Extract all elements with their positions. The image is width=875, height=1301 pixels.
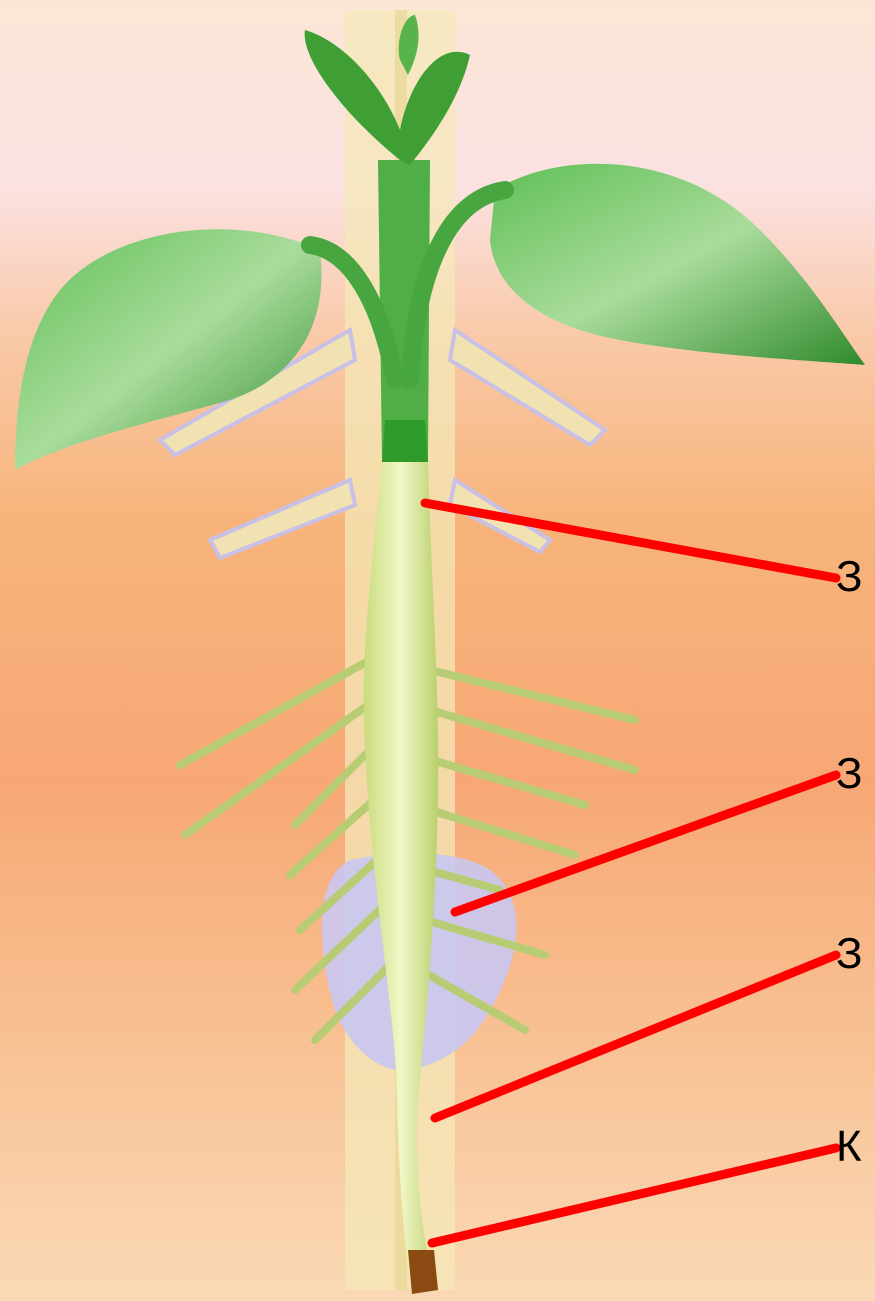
label-zone-3: З <box>836 932 875 976</box>
leader-line-4 <box>432 1148 836 1243</box>
label-zone-1: З <box>836 555 875 599</box>
label-zone-2: З <box>836 752 875 796</box>
right-leaf <box>490 164 865 365</box>
root-cap <box>408 1250 438 1294</box>
leader-line-1 <box>425 503 836 578</box>
label-zone-4: К <box>836 1125 875 1169</box>
leader-line-2 <box>455 775 836 912</box>
